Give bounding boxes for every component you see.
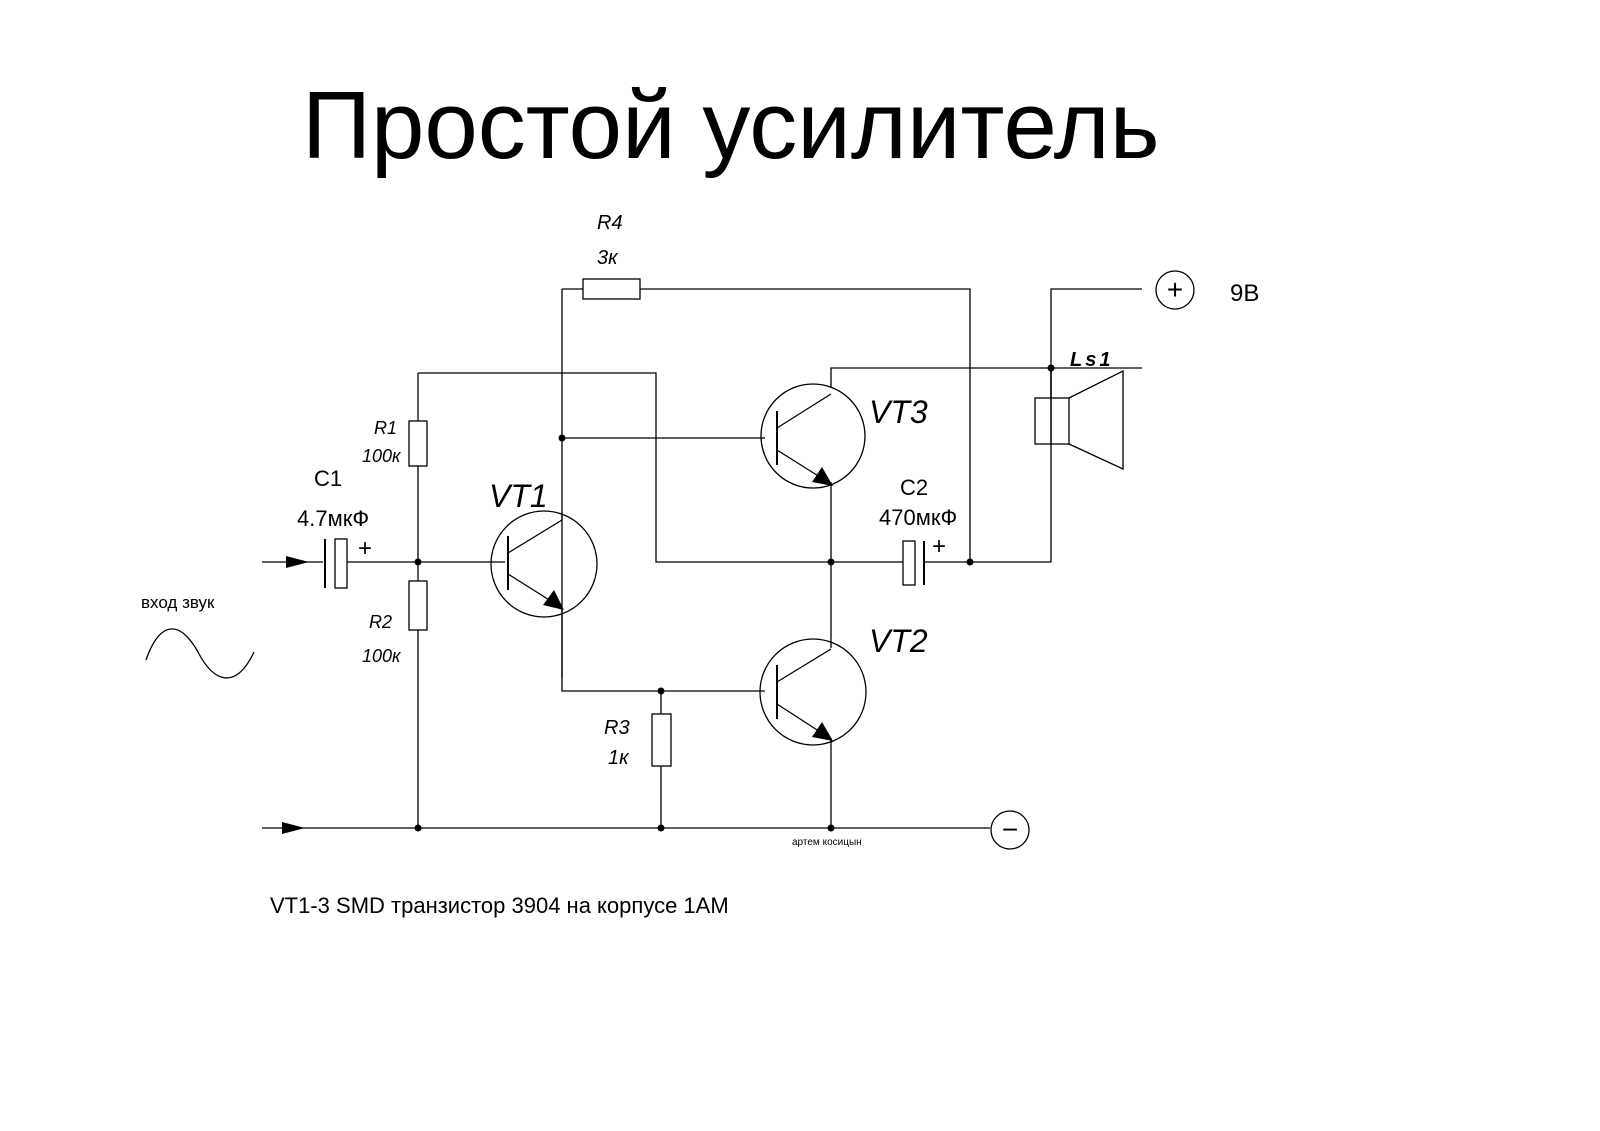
vt3-ref: VT3 bbox=[869, 394, 928, 430]
r3-ref: R3 bbox=[604, 717, 630, 739]
r3-value: 1к bbox=[608, 747, 630, 769]
resistor-r2: R2 100к bbox=[362, 580, 428, 666]
ls1-ref: Ls1 bbox=[1070, 349, 1113, 371]
input-arrow-top bbox=[286, 556, 309, 568]
speaker-ls1: Ls1 bbox=[1034, 349, 1124, 471]
transistor-vt3: VT3 bbox=[760, 383, 928, 489]
r1-value: 100к bbox=[362, 446, 402, 466]
page-title: Простой усилитель bbox=[302, 72, 1160, 179]
r2-value: 100к bbox=[362, 646, 402, 666]
resistor-r4: R4 3к bbox=[582, 212, 641, 300]
author-credit: артем косицын bbox=[792, 837, 862, 848]
transistor-vt1: VT1 bbox=[489, 478, 598, 618]
sine-wave-icon bbox=[145, 628, 255, 679]
capacitor-c1: C1 4.7мкФ + bbox=[297, 466, 372, 589]
footnote: VT1-3 SMD транзистор 3904 на корпусе 1АМ bbox=[270, 893, 729, 918]
resistor-r3: R3 1к bbox=[604, 713, 672, 769]
c2-polarity: + bbox=[932, 533, 946, 560]
supply-voltage: 9В bbox=[1230, 280, 1259, 307]
c1-ref: C1 bbox=[314, 466, 342, 491]
plus-symbol: + bbox=[1167, 274, 1183, 305]
vt2-ref: VT2 bbox=[869, 623, 928, 659]
c1-polarity: + bbox=[358, 535, 372, 562]
input-arrow-bottom bbox=[282, 822, 305, 834]
r4-ref: R4 bbox=[597, 212, 623, 234]
vt1-ref: VT1 bbox=[489, 478, 548, 514]
input-label: вход звук bbox=[141, 593, 215, 612]
r4-value: 3к bbox=[597, 247, 619, 269]
transistor-vt2: VT2 bbox=[759, 623, 928, 746]
junction-dots bbox=[414, 364, 1055, 832]
capacitor-c2: C2 470мкФ + bbox=[879, 475, 957, 586]
power-plus-terminal: + bbox=[1155, 270, 1195, 310]
r2-ref: R2 bbox=[369, 612, 392, 632]
power-minus-terminal: − bbox=[990, 810, 1030, 850]
c2-ref: C2 bbox=[900, 475, 928, 500]
r1-ref: R1 bbox=[374, 418, 397, 438]
minus-symbol: − bbox=[1002, 814, 1018, 845]
wires bbox=[262, 288, 1142, 829]
c1-value: 4.7мкФ bbox=[297, 506, 369, 531]
c2-value: 470мкФ bbox=[879, 505, 957, 530]
resistor-r1: R1 100к bbox=[362, 418, 428, 467]
